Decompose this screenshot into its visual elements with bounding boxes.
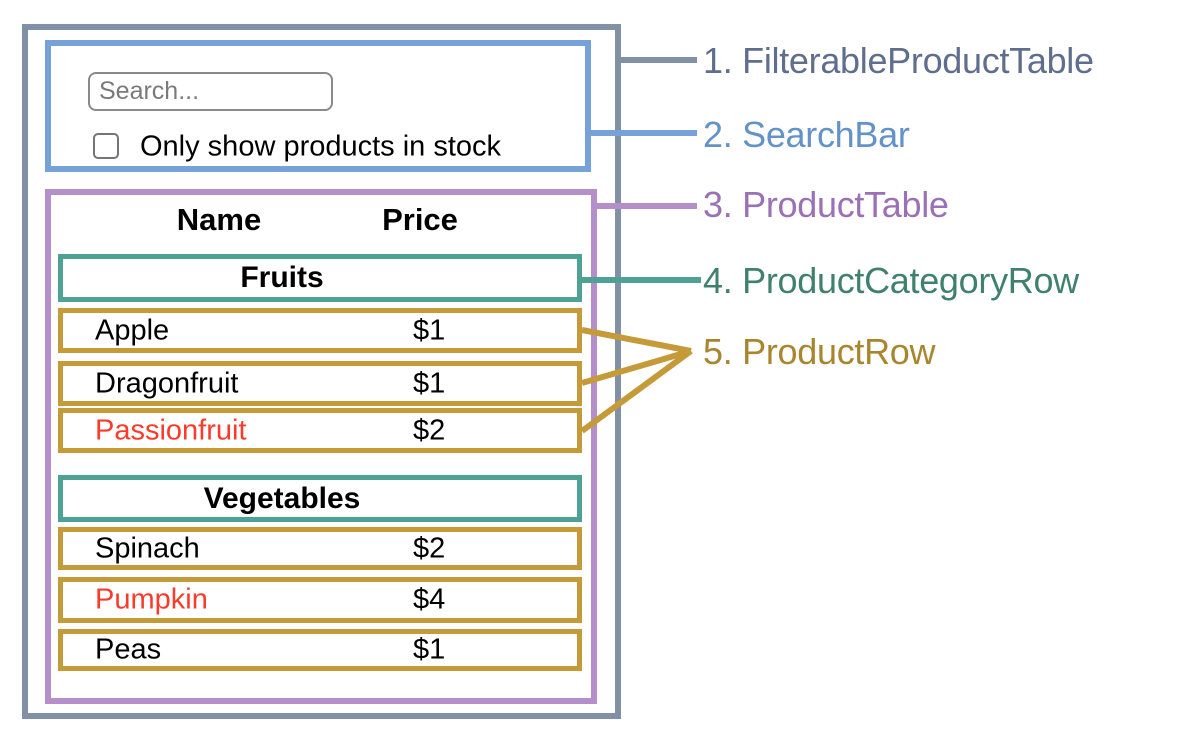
- product-name: Dragonfruit: [95, 367, 239, 399]
- product-row-apple: Apple $1: [58, 308, 582, 353]
- search-bar-box: [45, 40, 591, 172]
- in-stock-checkbox-label: Only show products in stock: [140, 130, 502, 163]
- product-price: $1: [413, 633, 446, 666]
- product-row-pumpkin: Pumpkin $4: [58, 577, 582, 623]
- product-name: Spinach: [95, 532, 200, 564]
- category-row-vegetables: Vegetables: [58, 475, 582, 522]
- search-input[interactable]: [88, 72, 333, 111]
- annotation-filterable-product-table: 1. FilterableProductTable: [703, 40, 1094, 81]
- category-label: Vegetables: [203, 481, 361, 515]
- product-name: Peas: [95, 633, 162, 666]
- product-name-out-of-stock: Passionfruit: [95, 414, 247, 446]
- category-label: Fruits: [240, 261, 324, 294]
- product-price: $4: [413, 583, 446, 616]
- product-price: $2: [413, 532, 446, 564]
- product-name: Apple: [95, 314, 170, 346]
- annotation-product-category-row: 4. ProductCategoryRow: [703, 260, 1079, 301]
- annotation-search-bar: 2. SearchBar: [703, 114, 910, 155]
- product-name-out-of-stock: Pumpkin: [95, 583, 208, 616]
- annotation-product-row: 5. ProductRow: [703, 331, 936, 372]
- product-price: $2: [413, 414, 446, 446]
- product-table-box: [45, 189, 597, 704]
- in-stock-checkbox[interactable]: [93, 133, 119, 159]
- column-header-name: Name: [176, 202, 262, 237]
- category-row-fruits: Fruits: [58, 254, 582, 302]
- product-price: $1: [413, 314, 446, 346]
- product-row-dragonfruit: Dragonfruit $1: [58, 361, 582, 406]
- product-price: $1: [413, 367, 446, 399]
- annotation-product-table: 3. ProductTable: [703, 184, 949, 225]
- product-row-passionfruit: Passionfruit $2: [58, 408, 582, 453]
- column-header-price: Price: [382, 202, 458, 237]
- product-row-peas: Peas $1: [58, 629, 582, 671]
- product-row-spinach: Spinach $2: [58, 527, 582, 570]
